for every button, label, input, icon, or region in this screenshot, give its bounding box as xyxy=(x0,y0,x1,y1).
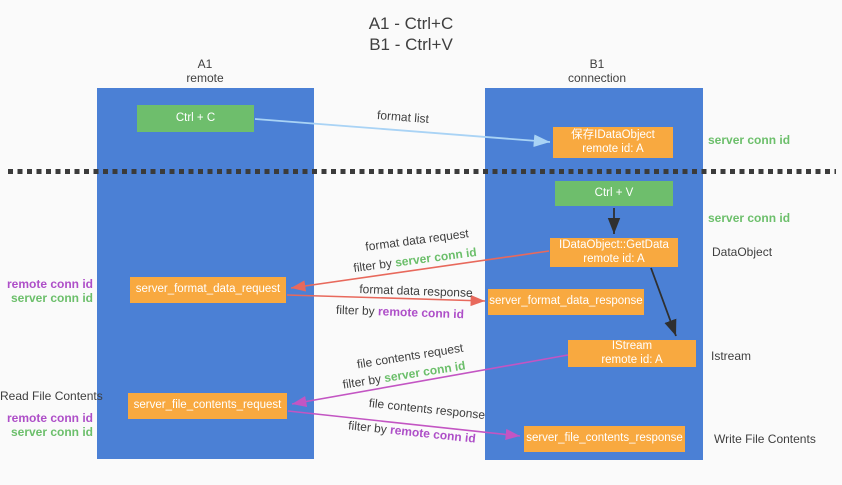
node-server-format-data-response-label: server_format_data_response xyxy=(489,295,643,308)
lane-a1-subtitle: remote xyxy=(186,71,224,85)
left-conn-ids-top: remote conn id server conn id xyxy=(0,277,93,305)
lane-a1-name: A1 xyxy=(197,57,213,71)
label-write-file-contents: Write File Contents xyxy=(714,432,816,446)
filter-prefix: filter by xyxy=(335,302,375,319)
label-server-conn-id-top: server conn id xyxy=(708,133,791,147)
filter-key-remote-conn-id: remote conn id xyxy=(377,304,465,322)
node-save-dataobject-line1: 保存IDataObject xyxy=(571,129,655,141)
node-ctrl-c-label: Ctrl + C xyxy=(175,111,216,124)
label-read-file-contents: Read File Contents xyxy=(0,389,103,403)
lane-b1-subtitle: connection xyxy=(567,71,627,85)
label-format-data-response: format data response xyxy=(359,282,473,300)
filter-key-server-conn-id: server conn id xyxy=(394,244,478,270)
node-server-format-data-request: server_format_data_request xyxy=(130,277,286,303)
label-filter-file-contents-response: filter by remote conn id xyxy=(348,418,477,445)
node-save-dataobject: 保存IDataObject remote id: A xyxy=(553,127,673,158)
filter-prefix: filter by xyxy=(341,371,383,392)
title-line-1: A1 - Ctrl+C xyxy=(368,14,454,33)
node-istream-line1: IStream xyxy=(611,340,653,352)
node-server-file-contents-response-label: server_file_contents_response xyxy=(526,432,683,445)
label-filter-format-data-response: filter by remote conn id xyxy=(336,303,464,321)
label-server-conn-id-left-top: server conn id xyxy=(10,291,93,305)
node-server-format-data-response: server_format_data_response xyxy=(488,289,644,315)
label-server-conn-id-mid: server conn id xyxy=(708,211,791,225)
lane-header-a1: A1 remote xyxy=(155,57,255,85)
label-remote-conn-id-left-top: remote conn id xyxy=(6,277,93,291)
node-getdata-line1: IDataObject::GetData xyxy=(559,239,669,251)
node-ctrl-v-label: Ctrl + V xyxy=(594,186,634,199)
lane-header-b1: B1 connection xyxy=(544,57,650,85)
label-remote-conn-id-left-bottom: remote conn id xyxy=(6,411,93,425)
section-divider xyxy=(8,169,836,174)
node-istream-line2: remote id: A xyxy=(601,353,663,366)
node-server-file-contents-request-label: server_file_contents_request xyxy=(133,399,282,412)
node-server-file-contents-request: server_file_contents_request xyxy=(128,393,287,419)
left-conn-ids-bottom: remote conn id server conn id xyxy=(0,411,93,439)
label-format-list: format list xyxy=(376,107,430,127)
node-istream: IStream remote id: A xyxy=(568,340,696,367)
lane-b1-name: B1 xyxy=(589,57,605,71)
node-getdata-line2: remote id: A xyxy=(583,252,645,265)
diagram-title: A1 - Ctrl+C B1 - Ctrl+V xyxy=(271,13,551,55)
node-getdata: IDataObject::GetData remote id: A xyxy=(550,238,678,267)
label-dataobject: DataObject xyxy=(712,245,773,259)
label-server-conn-id-left-bottom: server conn id xyxy=(10,425,93,439)
node-ctrl-v: Ctrl + V xyxy=(555,181,673,206)
filter-prefix: filter by xyxy=(347,418,388,437)
title-line-2: B1 - Ctrl+V xyxy=(369,35,453,54)
filter-prefix: filter by xyxy=(352,256,393,276)
node-save-dataobject-line2: remote id: A xyxy=(582,142,644,155)
node-ctrl-c: Ctrl + C xyxy=(137,105,254,132)
node-server-file-contents-response: server_file_contents_response xyxy=(524,426,685,452)
label-file-contents-response: file contents response xyxy=(368,395,486,423)
label-istream: Istream xyxy=(711,349,752,363)
node-server-format-data-request-label: server_format_data_request xyxy=(135,283,281,296)
filter-key-remote-conn-id: remote conn id xyxy=(389,422,477,446)
